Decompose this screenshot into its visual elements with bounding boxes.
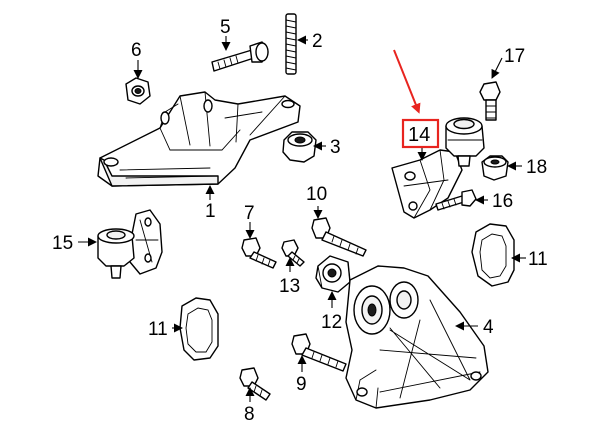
pad-part-11-right <box>471 223 515 287</box>
callout-15: 15 <box>52 233 73 254</box>
bolt-part-13 <box>281 239 305 267</box>
callout-13: 13 <box>279 276 300 297</box>
bolt-part-10 <box>311 217 367 257</box>
callout-1: 1 <box>205 201 216 222</box>
bolt-part-7 <box>241 237 277 269</box>
callout-16: 16 <box>492 191 513 212</box>
callout-11-right: 11 <box>528 249 548 270</box>
callout-9: 9 <box>296 374 307 395</box>
stud-part-2 <box>285 13 297 75</box>
bolt-part-8 <box>239 367 271 401</box>
callout-8: 8 <box>244 404 255 425</box>
bolt-part-17 <box>479 81 501 121</box>
mount-part-15 <box>97 209 163 279</box>
callout-12: 12 <box>321 312 342 333</box>
callout-5: 5 <box>220 17 231 38</box>
bracket-part-4 <box>345 265 489 409</box>
nut-part-3 <box>282 131 317 163</box>
bushing-part-12 <box>315 255 351 293</box>
callout-11-left: 11 <box>148 319 168 340</box>
callout-3: 3 <box>330 137 341 158</box>
callout-17: 17 <box>504 46 525 67</box>
callout-4: 4 <box>483 317 494 338</box>
callout-7: 7 <box>244 203 255 224</box>
callout-labels: 1 2 3 4 5 6 7 8 9 10 11 11 12 13 14 15 1… <box>52 17 548 425</box>
mount-part-14 <box>391 117 485 219</box>
callout-10: 10 <box>306 184 327 205</box>
pad-part-11-left <box>179 297 219 361</box>
leader-lines <box>78 35 526 402</box>
crossmember-part-1 <box>97 91 301 187</box>
callout-2: 2 <box>312 31 323 52</box>
nut-part-18 <box>481 155 509 181</box>
bolt-part-5 <box>211 41 269 72</box>
highlight-arrow <box>393 49 421 114</box>
highlight-box <box>401 118 440 149</box>
bolt-part-9 <box>291 333 347 372</box>
bolt-part-16 <box>435 189 477 211</box>
callout-14: 14 <box>408 124 430 146</box>
callout-18: 18 <box>526 157 547 178</box>
callout-6: 6 <box>131 40 142 61</box>
nut-part-6 <box>125 77 151 105</box>
